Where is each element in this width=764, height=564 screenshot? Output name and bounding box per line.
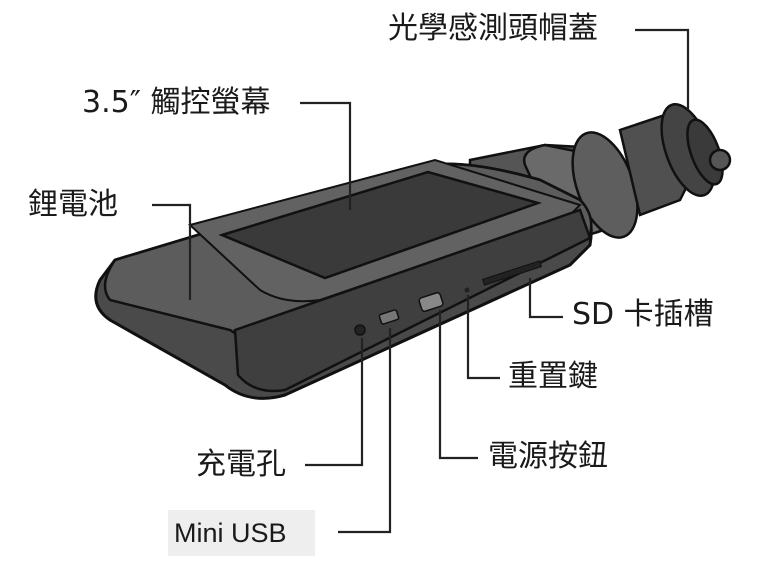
power-button xyxy=(418,291,444,313)
device-body xyxy=(94,158,593,400)
label-charge-port: 充電孔 xyxy=(196,447,286,482)
charge-port xyxy=(354,324,366,336)
touch-screen xyxy=(218,170,543,280)
sd-slot xyxy=(481,260,543,286)
reset-hole xyxy=(464,287,470,293)
label-sensor-cap: 光學感測頭帽蓋 xyxy=(388,11,598,46)
leader-lines xyxy=(152,28,690,534)
label-sd-slot: SD 卡插槽 xyxy=(572,297,714,332)
label-reset-button: 重置鍵 xyxy=(508,359,598,394)
label-mini-usb: Mini USB xyxy=(168,510,315,556)
label-battery: 鋰電池 xyxy=(28,187,118,222)
label-touchscreen: 3.5″ 觸控螢幕 xyxy=(82,85,271,120)
label-power-button: 電源按鈕 xyxy=(488,439,608,474)
mini-usb-port xyxy=(378,309,400,325)
